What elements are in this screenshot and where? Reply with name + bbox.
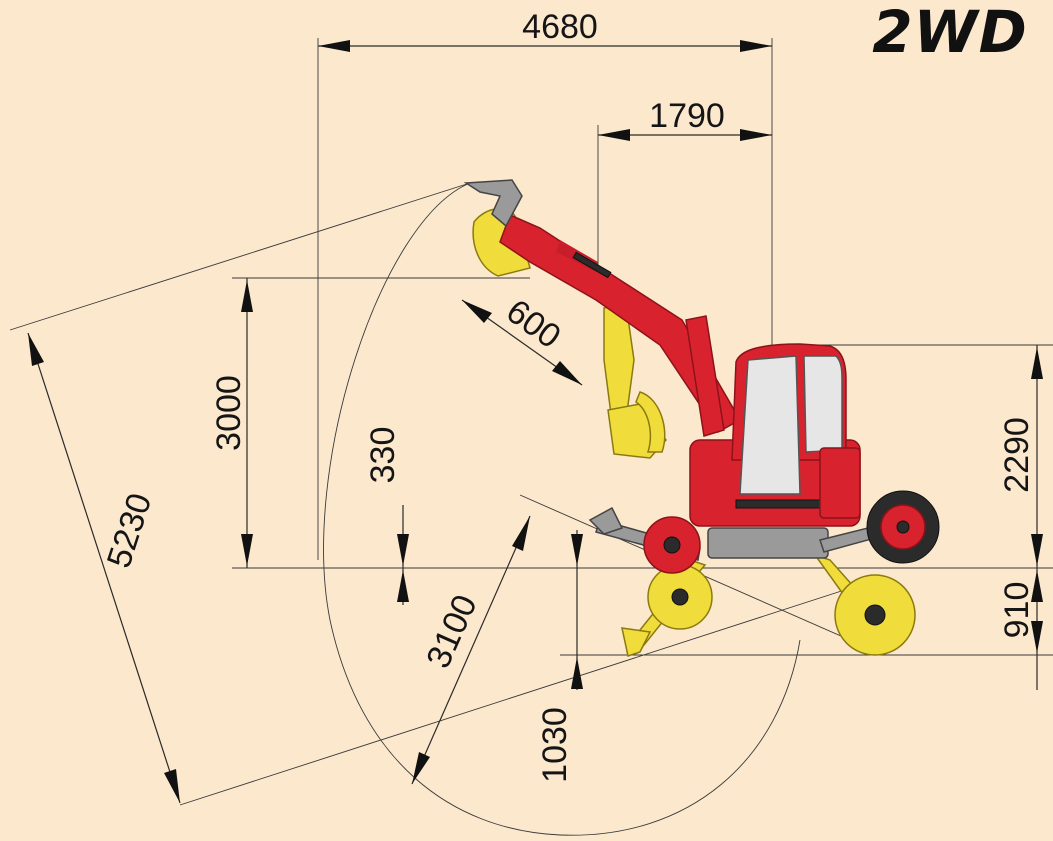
drive-type-badge: 2WD: [872, 0, 1027, 66]
label-3000: 3000: [210, 375, 248, 451]
dimension-cab-height: 2290: [998, 345, 1043, 568]
dimension-front-overhang: 1790: [598, 97, 772, 141]
label-2290: 2290: [998, 417, 1036, 493]
dimension-clearance: 330: [364, 427, 409, 605]
label-4680: 4680: [522, 8, 598, 46]
reference-lines: [9, 38, 1053, 806]
yellow-legs: [621, 553, 916, 657]
label-3100: 3100: [419, 589, 484, 674]
label-910: 910: [998, 582, 1036, 639]
label-330: 330: [364, 427, 402, 484]
label-1790: 1790: [649, 97, 725, 135]
dimension-bucket-offset: 600: [461, 292, 583, 386]
excavator-illustration: [463, 179, 940, 657]
label-600: 600: [499, 292, 567, 356]
label-5230: 5230: [100, 489, 160, 573]
dimension-max-reach: 5230: [27, 332, 181, 804]
dig-envelope-arc: [323, 182, 801, 836]
dimension-dig-depth: 3100: [411, 515, 531, 785]
dimension-lower-depth: 1030: [536, 530, 583, 783]
dimension-dump-height: 3000: [210, 278, 253, 568]
dimension-overall-reach: 4680: [318, 8, 772, 52]
label-1030: 1030: [536, 707, 574, 783]
undercarriage: [588, 490, 940, 574]
dimension-wheel-drop: 910: [998, 568, 1043, 690]
excavator-body: [689, 343, 861, 527]
red-boom: [463, 179, 742, 437]
